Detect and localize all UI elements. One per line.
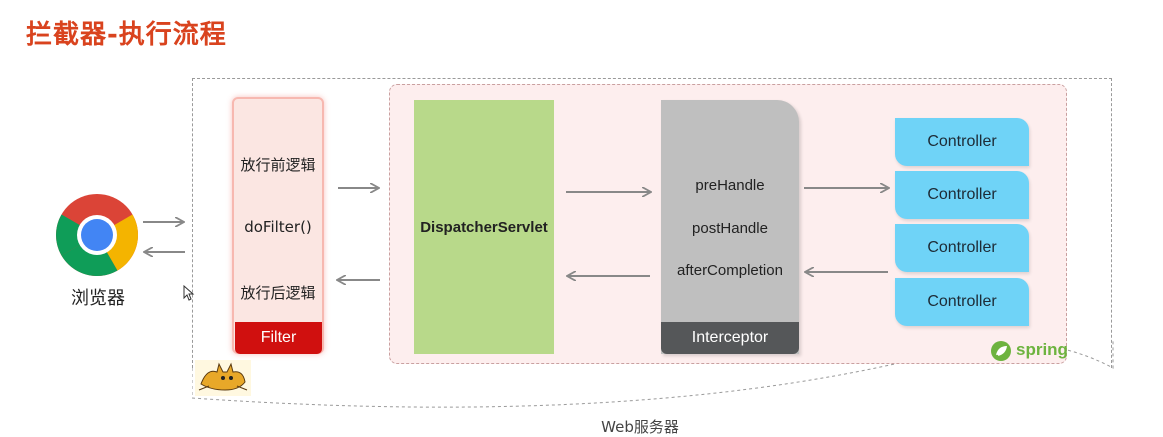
controller-box: Controller <box>895 118 1029 166</box>
web-server-container <box>192 78 1112 368</box>
controller-box: Controller <box>895 171 1029 219</box>
controller-box: Controller <box>895 224 1029 272</box>
dispatcher-servlet-box: DispatcherServlet <box>414 100 554 354</box>
chrome-icon <box>56 194 138 276</box>
dispatcher-servlet-label: DispatcherServlet <box>420 218 548 236</box>
spring-leaf-icon <box>991 341 1011 361</box>
tomcat-icon <box>195 360 251 396</box>
interceptor-prehandle: preHandle <box>695 177 765 194</box>
interceptor-posthandle: postHandle <box>692 220 768 237</box>
browser-label: 浏览器 <box>71 288 125 309</box>
filter-box <box>232 97 324 354</box>
interceptor-label: Interceptor <box>661 322 799 354</box>
mouse-cursor-icon <box>183 285 195 301</box>
filter-dofilter: doFilter() <box>244 218 312 236</box>
interceptor-aftercompletion: afterCompletion <box>677 262 783 279</box>
web-server-label: Web服务器 <box>601 418 679 436</box>
web-server-brace <box>192 340 1114 408</box>
filter-before-logic: 放行前逻辑 <box>240 156 316 174</box>
spring-logo-text: spring <box>1016 340 1068 359</box>
filter-after-logic: 放行后逻辑 <box>240 284 316 302</box>
page-title: 拦截器-执行流程 <box>26 20 227 50</box>
controller-box: Controller <box>895 278 1029 326</box>
interceptor-box <box>661 100 799 354</box>
filter-label: Filter <box>235 322 322 354</box>
